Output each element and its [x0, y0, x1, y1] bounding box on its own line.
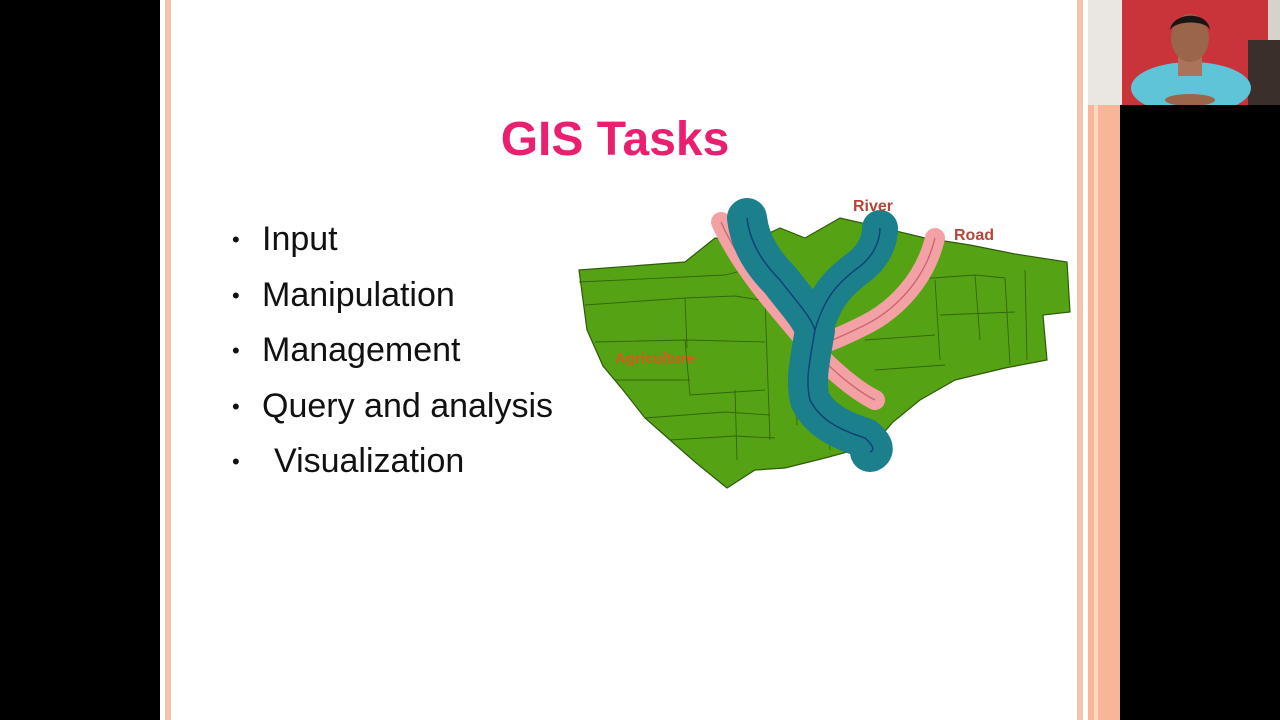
bullet-text: Management	[262, 331, 461, 369]
bullet-text: Input	[262, 220, 338, 258]
slide-title: GIS Tasks	[500, 113, 730, 166]
slide-border-left	[165, 0, 171, 720]
bullet-text: Visualization	[274, 442, 465, 480]
road-label: Road	[954, 227, 994, 244]
bullet-dot-icon: •	[232, 227, 240, 252]
bullet-dot-icon: •	[232, 449, 240, 474]
bullet-text: Manipulation	[262, 275, 455, 314]
person-avatar-icon	[1088, 0, 1280, 105]
slide-side-band-highlight	[1094, 105, 1098, 720]
bullet-dot-icon: •	[232, 393, 240, 419]
bullet-list: • Input • Manipulation • Management • Qu…	[228, 212, 553, 490]
slide-border-right	[1077, 0, 1083, 720]
bullet-item: • Query and analysis	[228, 379, 553, 435]
bullet-item: • Visualization	[228, 434, 553, 490]
agriculture-label: Agriculture	[615, 350, 695, 367]
participant-video[interactable]	[1088, 0, 1280, 105]
bullet-text: Query and analysis	[262, 386, 554, 425]
bullet-item: • Manipulation	[228, 268, 553, 324]
river-buffer	[727, 198, 898, 472]
bullet-dot-icon: •	[232, 338, 240, 363]
slide-side-band	[1088, 105, 1120, 720]
bullet-item: • Input	[228, 212, 553, 268]
river-label: River	[853, 198, 893, 215]
bullet-dot-icon: •	[232, 282, 240, 308]
gis-map-illustration: River Road Agriculture	[578, 198, 1071, 489]
bullet-item: • Management	[228, 323, 553, 379]
